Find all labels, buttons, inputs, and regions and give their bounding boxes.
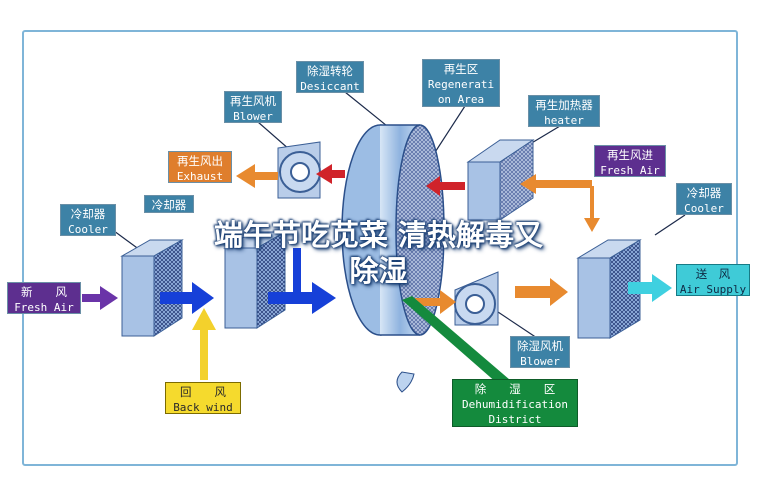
- regeneration-area-label-en1: Regenerati: [427, 78, 495, 91]
- regen-exhaust-label-cn: 再生风出: [177, 154, 223, 168]
- cooler-right-label-cn: 冷却器: [686, 186, 722, 200]
- dehum-blower-label-en: Blower: [520, 355, 560, 368]
- arrows: [82, 164, 672, 380]
- cooler-right: [576, 239, 642, 339]
- regen-blower: [277, 141, 321, 199]
- dehum-district-label: 除 湿 区 Dehumidification District: [452, 379, 578, 427]
- fresh-air-label-cn: 新 风: [21, 285, 67, 299]
- desiccant-label: 除湿转轮 Desiccant: [296, 61, 364, 93]
- dehum-district-label-en2: District: [488, 413, 542, 426]
- back-wind-label-cn: 回 风: [180, 385, 226, 399]
- regeneration-area-label: 再生区 Regenerati on Area: [422, 59, 500, 107]
- watermark-line2: 除湿: [349, 254, 408, 288]
- back-wind-label-en: Back wind: [173, 401, 233, 414]
- regen-fresh-air-label-cn: 再生风进: [607, 148, 653, 162]
- regen-blower-label-en: Blower: [233, 110, 273, 123]
- cooler-left-label-cn: 冷却器: [70, 207, 106, 221]
- regen-fresh-air-label: 再生风进 Fresh Air: [594, 145, 666, 177]
- cooler-left-label: 冷却器 Cooler: [60, 204, 116, 236]
- cooler-second-label-cn: 冷却器: [151, 198, 187, 212]
- watermark-line1: 端午节吃苋菜 清热解毒又: [213, 218, 544, 252]
- dehum-blower-label: 除湿风机 Blower: [510, 336, 570, 368]
- regen-heater-label-en: heater: [544, 114, 584, 127]
- dehum-blower-label-cn: 除湿风机: [517, 339, 563, 353]
- air-supply-label-cn: 送 风: [695, 267, 731, 281]
- regen-heater: [466, 139, 535, 221]
- cooler-second-label: 冷却器: [144, 195, 194, 213]
- dehum-district-label-en1: Dehumidification: [462, 398, 568, 411]
- desiccant-label-en: Desiccant: [300, 80, 360, 93]
- fresh-air-label-en: Fresh Air: [14, 301, 74, 314]
- fresh-air-label: 新 风 Fresh Air: [7, 282, 81, 314]
- regen-exhaust-label: 再生风出 Exhaust: [168, 151, 232, 183]
- regen-blower-label: 再生风机 Blower: [224, 91, 282, 123]
- regen-heater-label-cn: 再生加热器: [535, 98, 593, 112]
- regen-fresh-air-label-en: Fresh Air: [600, 164, 660, 177]
- cooler-right-label-en: Cooler: [684, 202, 724, 215]
- dehum-blower: [454, 271, 499, 326]
- district-pointer: [402, 296, 510, 384]
- back-wind-label: 回 风 Back wind: [165, 382, 241, 414]
- desiccant-label-cn: 除湿转轮: [307, 64, 353, 78]
- dehum-district-label-cn: 除 湿 区: [474, 382, 556, 396]
- regen-exhaust-label-en: Exhaust: [176, 170, 224, 183]
- cooler-left-label-en: Cooler: [68, 223, 108, 236]
- regen-heater-label: 再生加热器 heater: [528, 95, 600, 127]
- air-supply-label: 送 风 Air Supply: [676, 264, 750, 296]
- regeneration-area-label-en2: on Area: [437, 93, 485, 106]
- regen-blower-label-cn: 再生风机: [230, 94, 276, 108]
- regeneration-area-label-cn: 再生区: [443, 62, 479, 76]
- air-supply-label-en: Air Supply: [679, 283, 747, 296]
- cooler-left: [120, 239, 184, 337]
- desiccant-wheel: [341, 124, 445, 393]
- cooler-right-label: 冷却器 Cooler: [676, 183, 732, 215]
